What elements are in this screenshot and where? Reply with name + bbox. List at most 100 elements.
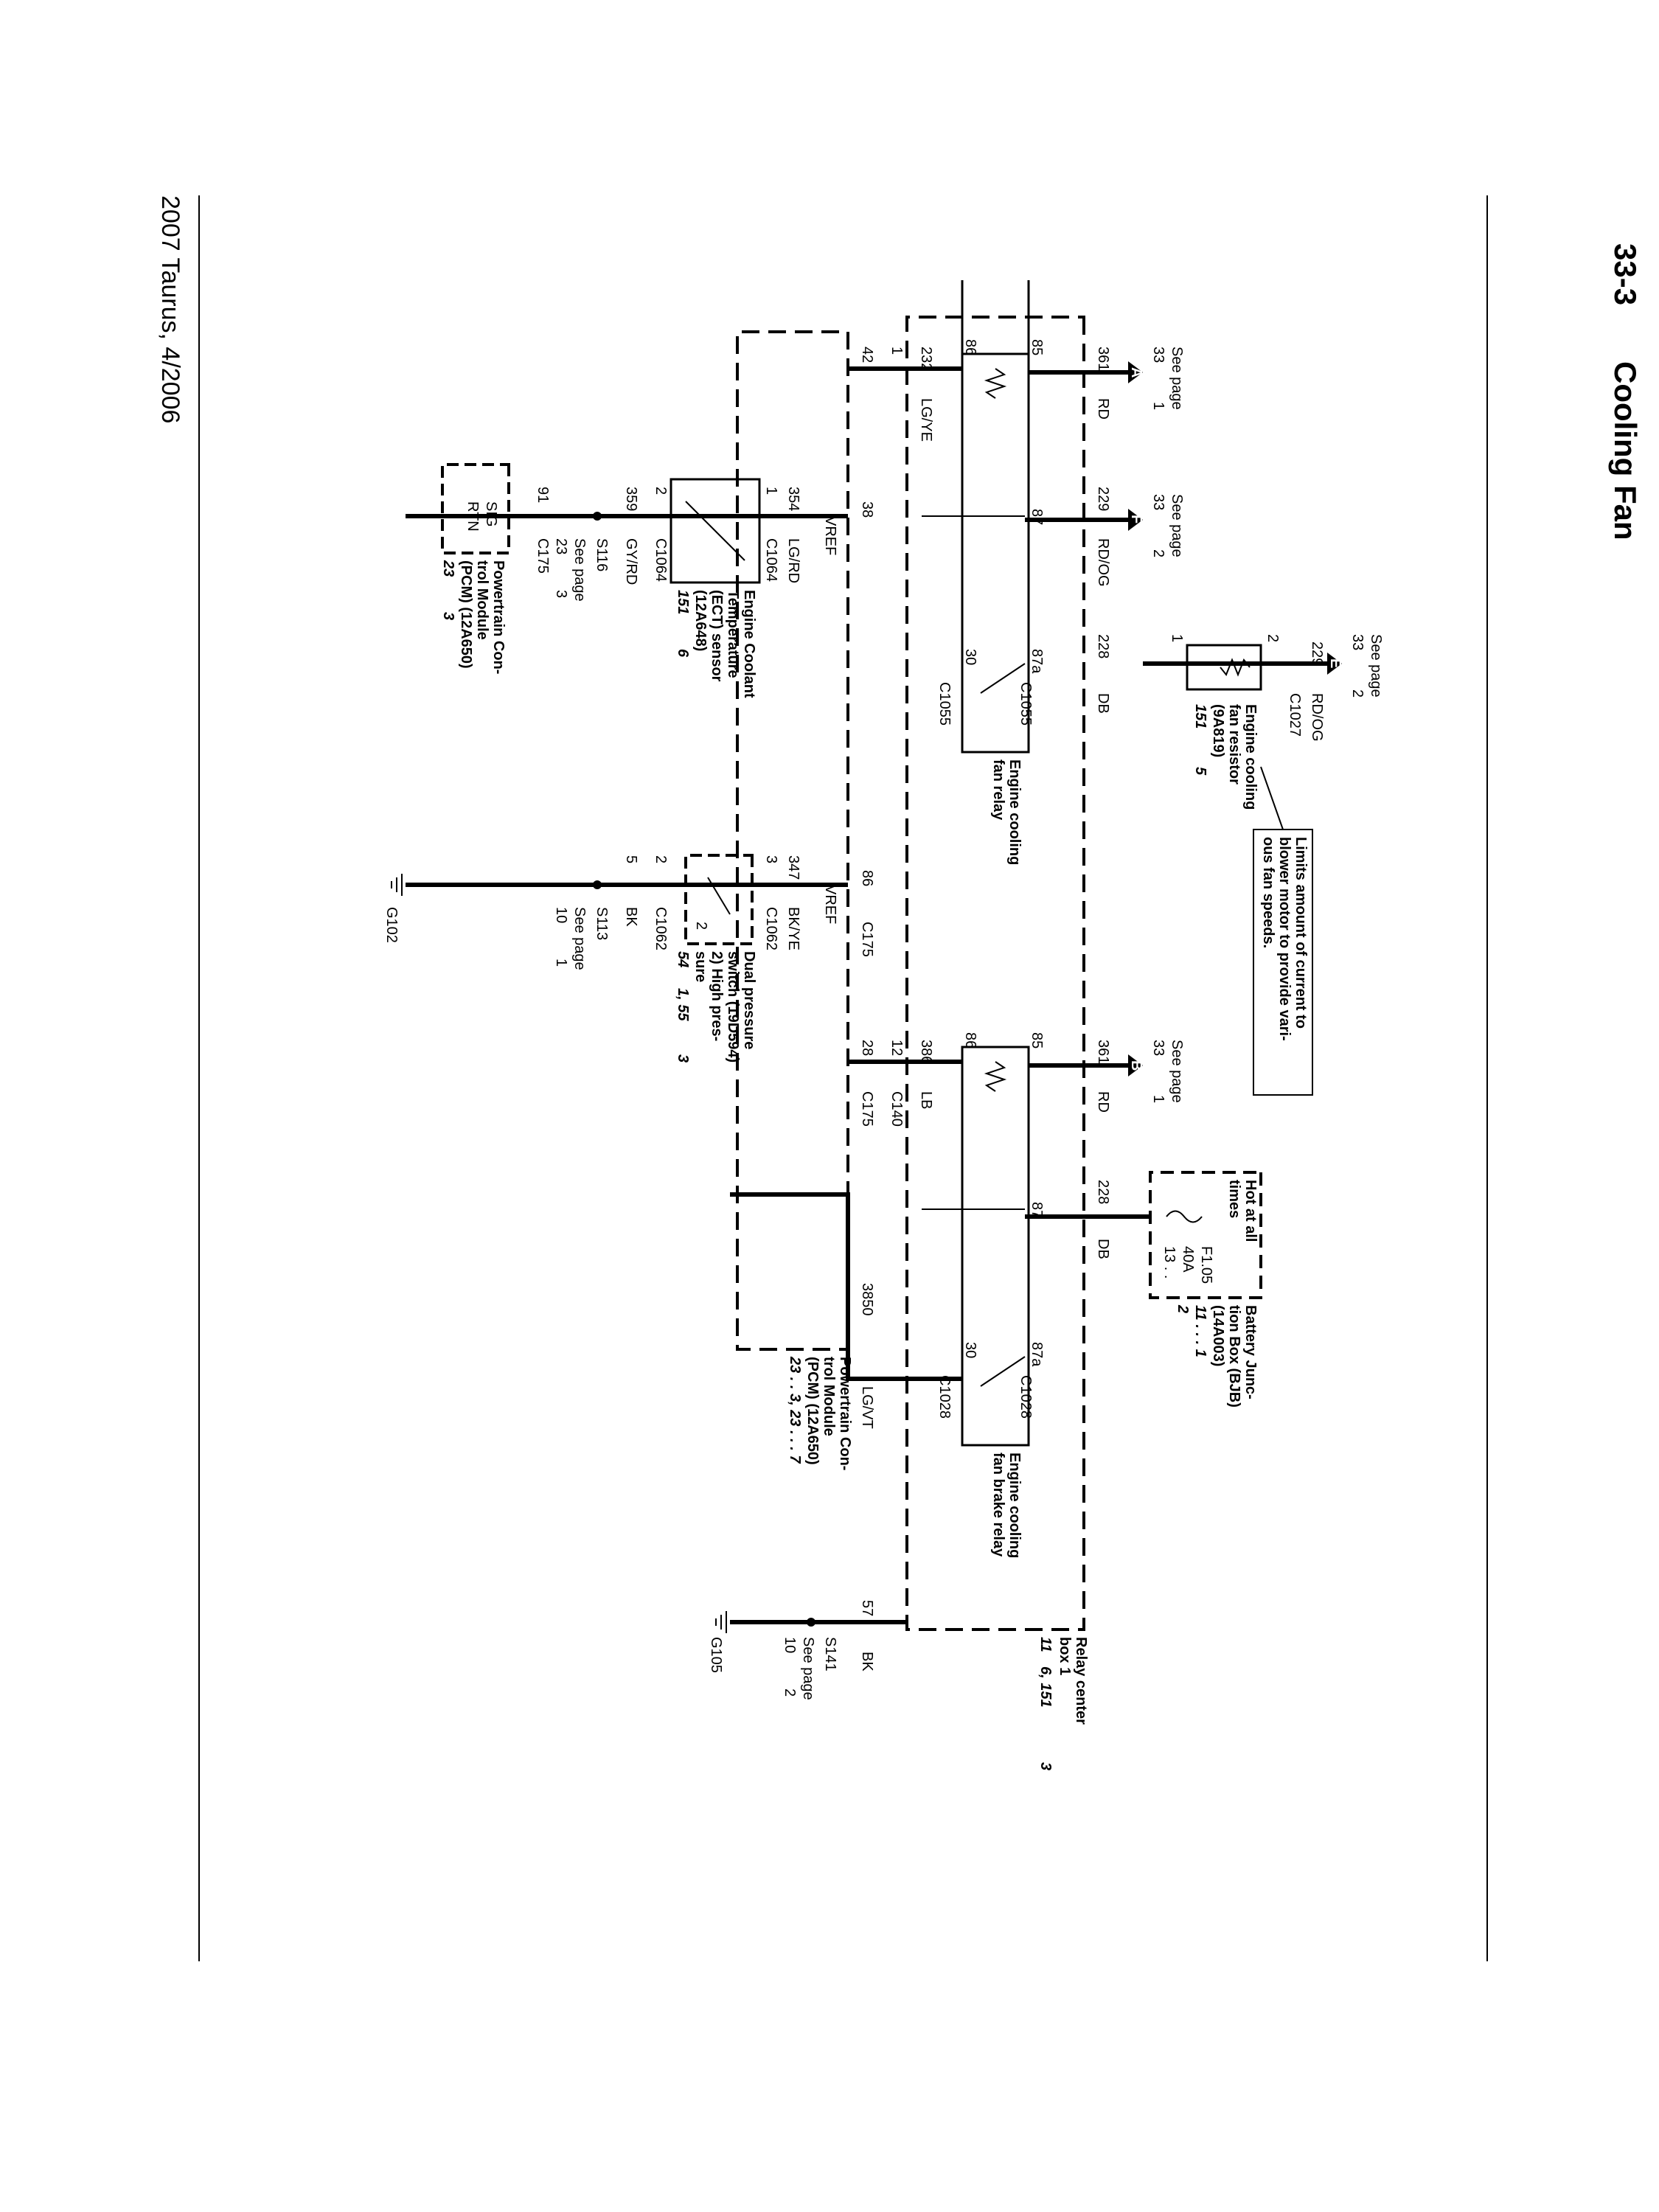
pcm-pin28: 28 xyxy=(859,1040,875,1056)
sw-pin2: 2 xyxy=(693,922,709,930)
c1064-b: C1064 xyxy=(653,538,669,582)
page-ref-a-label: See page xyxy=(1169,347,1185,410)
g102: G102 xyxy=(383,907,400,943)
relay2-pin87: 87 xyxy=(1029,1202,1045,1218)
ground-icon xyxy=(715,1611,727,1633)
relay1-pin87a: 87a xyxy=(1029,649,1045,674)
s141-label: See page xyxy=(800,1637,816,1700)
page-ref-b-page: 33 xyxy=(1150,1040,1166,1056)
wire-354-circuit: 354 xyxy=(785,487,801,511)
dual-switch-label-2: switch (19D594) xyxy=(725,951,741,1062)
relay-center-ref-2: 6, 151 xyxy=(1037,1666,1054,1708)
wire-232-circuit: 232 xyxy=(918,347,934,371)
page-ref-a-num: 1 xyxy=(1150,402,1166,410)
s141-page: 10 xyxy=(782,1637,798,1653)
dual-switch-ref-2: 1, 55 xyxy=(675,988,691,1021)
dual-switch-ref-3: 3 xyxy=(675,1054,691,1062)
s113: S113 xyxy=(594,907,610,940)
sw-pin3: 3 xyxy=(763,855,779,863)
fuse-1: F1.05 xyxy=(1198,1246,1214,1284)
fan-resistor-icon xyxy=(1220,658,1251,677)
fan-resistor-label-3: (9A819) xyxy=(1210,704,1226,757)
note-line-1: Limits amount of current to xyxy=(1293,837,1309,1029)
page-ref-f-label: See page xyxy=(1169,494,1185,557)
pcm-main-box xyxy=(736,330,849,1351)
relay1-pin85: 85 xyxy=(1029,339,1045,355)
wire-3850-circuit: 3850 xyxy=(859,1283,875,1316)
wire-361b-circuit: 361 xyxy=(1095,1040,1111,1064)
pcm-small-ref-2: 3 xyxy=(440,612,456,620)
wire-361a-circuit: 361 xyxy=(1095,347,1111,371)
vref-2: VREF xyxy=(822,885,838,924)
sw-pin2b: 2 xyxy=(653,855,669,863)
page-ref-b-icon xyxy=(1128,1054,1143,1077)
wire-5-circuit: 5 xyxy=(623,855,639,863)
pcm-small-ref-1: 23 xyxy=(440,560,456,577)
s116-page: 23 xyxy=(553,538,569,554)
c1064-a: C1064 xyxy=(763,538,779,582)
s113-label: See page xyxy=(571,907,588,970)
brake-relay-label-1: Engine cooling xyxy=(1006,1453,1023,1558)
page-title: Cooling Fan xyxy=(1608,361,1643,540)
fan-relay-box xyxy=(961,352,1030,754)
relay1-pin86: 86 xyxy=(962,339,978,355)
relay-center-ref-1: 11 xyxy=(1037,1637,1054,1652)
relay2-pin30: 30 xyxy=(962,1342,978,1358)
ect-label-4: (12A648) xyxy=(692,590,709,651)
fuse-icon xyxy=(1166,1210,1203,1223)
note-line-2: blower motor to provide vari- xyxy=(1276,837,1293,1041)
s141-num: 2 xyxy=(782,1688,798,1697)
fan-relay-label-1: Engine cooling xyxy=(1006,759,1023,865)
page-ref-b-letter: B xyxy=(1128,1060,1144,1071)
wire-386-color: LB xyxy=(918,1091,934,1109)
c175-a: C175 xyxy=(859,1091,875,1127)
fuse-3: 13 . . xyxy=(1161,1246,1178,1279)
wire-229a-circuit: 229 xyxy=(1095,487,1111,511)
note-arrow xyxy=(1260,766,1284,830)
c1055-b: C1055 xyxy=(936,682,953,726)
brake-relay-box xyxy=(961,1046,1030,1447)
relay-center-box xyxy=(905,316,1085,1631)
wire-361b-color: RD xyxy=(1095,1091,1111,1113)
s113-num: 1 xyxy=(553,959,569,967)
pcm-pin38: 38 xyxy=(859,501,875,518)
fuse-2: 40A xyxy=(1180,1246,1196,1273)
ect-ref-2: 6 xyxy=(675,649,691,658)
s141: S141 xyxy=(822,1637,838,1672)
c140-pin12: 12 xyxy=(888,1040,905,1056)
bjb-hot-2: times xyxy=(1226,1180,1242,1218)
bjb-label-2: tion Box (BJB) xyxy=(1226,1305,1242,1408)
note-line-3: ous fan speeds. xyxy=(1260,837,1276,948)
dual-switch-ref-1: 54 xyxy=(675,951,691,967)
dual-switch-icon xyxy=(707,877,731,915)
pcm-pin86: 86 xyxy=(859,870,875,886)
ect-label-3: (ECT) sensor xyxy=(709,590,725,682)
ect-sensor-icon xyxy=(685,501,745,561)
c175-b: C175 xyxy=(859,922,875,957)
page-ref-e-page: 33 xyxy=(1349,634,1366,650)
c1027: C1027 xyxy=(1287,693,1303,737)
bjb-ref-1: 11 . . . 1 xyxy=(1192,1305,1208,1357)
fan-resistor-label-1: Engine cooling xyxy=(1242,704,1259,810)
res-pin-1: 1 xyxy=(1169,634,1185,642)
pcm-small-label-2: trol Module xyxy=(474,560,490,640)
c1028-b: C1028 xyxy=(936,1375,953,1419)
pcm-small-box xyxy=(441,463,510,554)
fan-relay-coil-icon xyxy=(984,368,1007,399)
page-ref-a-letter: A xyxy=(1128,367,1144,378)
ground-icon xyxy=(391,874,403,896)
brake-relay-label-2: fan brake relay xyxy=(990,1453,1006,1557)
pcm-main-label-2: trol Module xyxy=(821,1357,837,1436)
pcm-main-label-3: (PCM) (12A650) xyxy=(804,1357,821,1465)
bjb-ref-2: 2 xyxy=(1175,1304,1191,1313)
c1062-b: C1062 xyxy=(653,907,669,950)
fan-resistor-ref-1: 151 xyxy=(1192,704,1208,728)
fan-relay-switch-icon xyxy=(980,663,1026,694)
brake-relay-switch-icon xyxy=(980,1356,1026,1387)
ect-ref-1: 151 xyxy=(675,590,691,614)
page-ref-e-label: See page xyxy=(1368,634,1384,698)
fan-resistor-box xyxy=(1186,644,1262,691)
res-pin-2: 2 xyxy=(1265,634,1281,642)
